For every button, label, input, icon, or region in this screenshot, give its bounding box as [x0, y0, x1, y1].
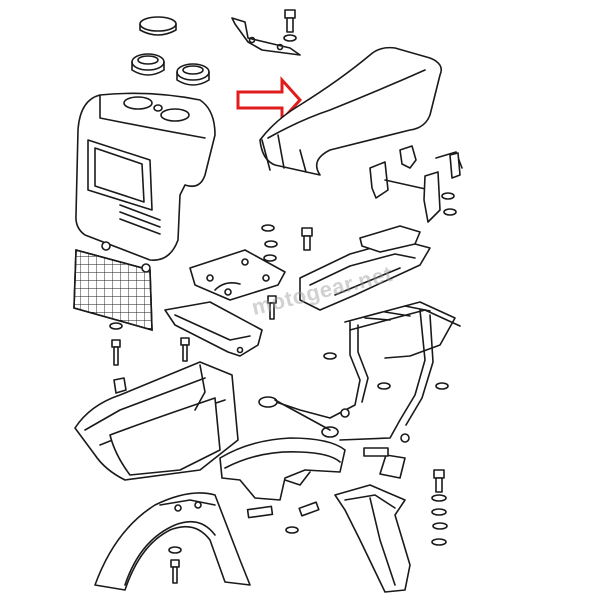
mudguard-stay [334, 484, 411, 593]
bolt-small-center [261, 224, 313, 262]
bolt [283, 9, 297, 42]
washer-stack-lower [431, 469, 448, 546]
rear-fender [219, 437, 346, 501]
gauge-cap [139, 16, 177, 36]
gauge-ring-left [131, 53, 165, 76]
gauge-ring-right [176, 63, 210, 86]
seat [259, 46, 443, 176]
bolt-left-a [267, 295, 277, 320]
front-number-plate [74, 361, 239, 481]
mounting-bracket [231, 17, 301, 56]
bolt-rack [323, 352, 449, 390]
bolt-left-b [109, 322, 190, 366]
headlight-grille [73, 241, 153, 332]
battery-tray [299, 225, 431, 311]
bolt-fender [246, 447, 406, 534]
luggage-rack [258, 301, 461, 443]
seat-latch [369, 145, 463, 223]
washer-stack-right [441, 192, 457, 216]
nut-left [113, 377, 127, 394]
bolt-fender-front [168, 546, 182, 584]
front-fender [94, 492, 251, 591]
side-panel [164, 301, 263, 357]
headlight-fairing [75, 92, 216, 261]
mount-plate [189, 249, 286, 301]
